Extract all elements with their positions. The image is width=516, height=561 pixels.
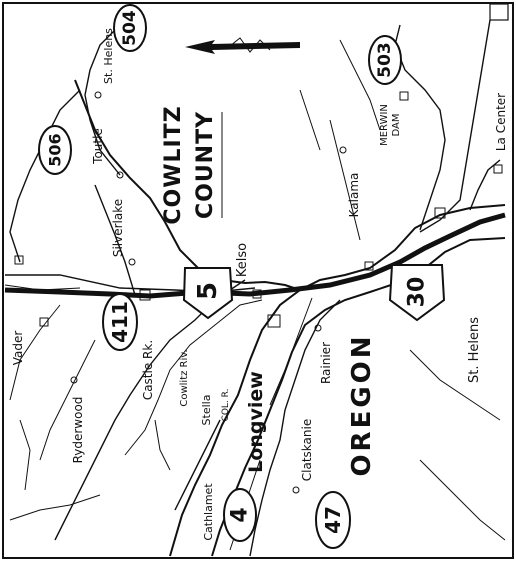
- highway-503-label: 503: [375, 42, 395, 78]
- highway-47-shield: 47: [315, 491, 351, 549]
- county-marker-nw: [14, 255, 24, 265]
- highway-30-label: 30: [405, 277, 430, 308]
- place-clatskanie: Clatskanie: [300, 419, 314, 481]
- highway-4-label: 4: [228, 507, 253, 522]
- north-arrow: [185, 37, 300, 54]
- creek-ryderwood: [39, 339, 96, 461]
- highway-411-shield: 411: [102, 293, 138, 351]
- toutle-marker: [116, 171, 124, 179]
- merwin-dam-marker: [399, 91, 409, 101]
- road-30: [249, 299, 341, 557]
- highway-411-label: 411: [108, 301, 132, 343]
- ryderwood-marker: [70, 376, 78, 384]
- road-506: [9, 89, 81, 263]
- road-4-west: [174, 419, 221, 511]
- highway-5-shield: 5: [182, 267, 234, 320]
- castle-rock-marker: [139, 289, 151, 301]
- place-la-center: La Center: [494, 93, 508, 151]
- rainier-marker: [314, 324, 322, 332]
- creek-oregon-se: [419, 459, 506, 541]
- place-silverlake: Silverlake: [111, 199, 125, 257]
- corner-box: [489, 3, 509, 21]
- place-longview: Longview: [245, 371, 267, 473]
- county-name-line2: COUNTY: [193, 111, 218, 219]
- highway-504-label: 504: [120, 10, 140, 46]
- highway-504-shield: 504: [113, 4, 147, 52]
- road-504: [84, 24, 121, 176]
- kelso-marker: [252, 289, 262, 299]
- silverlake-marker: [128, 258, 136, 266]
- place-cathlamet: Cathlamet: [202, 483, 215, 541]
- vader-marker: [39, 317, 49, 327]
- place-cowlitz-riv: Cowlitz Riv.: [179, 349, 190, 406]
- longview-marker: [267, 314, 281, 328]
- county-boundary-east: [419, 19, 491, 233]
- place-st-helens-or: St. Helens: [467, 317, 482, 383]
- place-toutle: Toutle: [91, 128, 105, 165]
- highway-506-shield: 506: [38, 125, 72, 175]
- road-silverlake: [94, 184, 136, 296]
- highway-47-label: 47: [321, 506, 345, 534]
- columbia-river-channel: [269, 297, 313, 406]
- creek-oregon-east: [409, 349, 501, 421]
- columbia-river-north-bank: [169, 204, 506, 557]
- cowlitz-river-branch: [124, 299, 263, 456]
- cowlitz-river: [74, 79, 301, 291]
- state-name: OREGON: [347, 333, 377, 476]
- place-stella: Stella: [200, 395, 213, 426]
- creek-central: [299, 89, 321, 151]
- columbia-river-south-bank: [211, 237, 506, 557]
- st-helens-wa-marker: [94, 91, 102, 99]
- clatskanie-marker: [292, 486, 300, 494]
- place-kalama: Kalama: [347, 173, 361, 218]
- la-center-marker: [493, 164, 503, 174]
- highway-506-label: 506: [46, 133, 65, 166]
- place-castle-rock: Castle Rk.: [141, 340, 155, 400]
- highway-5-label: 5: [193, 282, 223, 300]
- place-rainier: Rainier: [319, 342, 333, 384]
- highway-4-shield: 4: [223, 488, 257, 542]
- county-name-line1: COWLITZ: [161, 105, 186, 224]
- road-la-center: [469, 159, 501, 211]
- place-col-r: COL. R.: [221, 389, 231, 422]
- highway-503-shield: 503: [368, 35, 402, 85]
- place-merwin-dam-line2: DAM: [391, 114, 402, 137]
- creek-north: [339, 39, 381, 131]
- place-ryderwood: Ryderwood: [71, 397, 85, 464]
- place-kelso: Kelso: [235, 243, 250, 277]
- creek-vader: [9, 304, 61, 401]
- place-st-helens-wa: St. Helens: [102, 28, 115, 84]
- highway-30-shield: 30: [388, 264, 446, 322]
- kalama-marker: [364, 261, 374, 271]
- woodland-marker: [434, 207, 446, 219]
- kalama-river-marker: [339, 146, 347, 154]
- road-far-west: [9, 494, 101, 521]
- place-vader: Vader: [11, 331, 25, 366]
- creek-kalama: [329, 119, 361, 241]
- creek-west-edge: [19, 419, 31, 491]
- creek-stella: [154, 419, 171, 471]
- road-503: [394, 24, 446, 231]
- place-merwin-dam-line1: MERWIN: [379, 104, 390, 146]
